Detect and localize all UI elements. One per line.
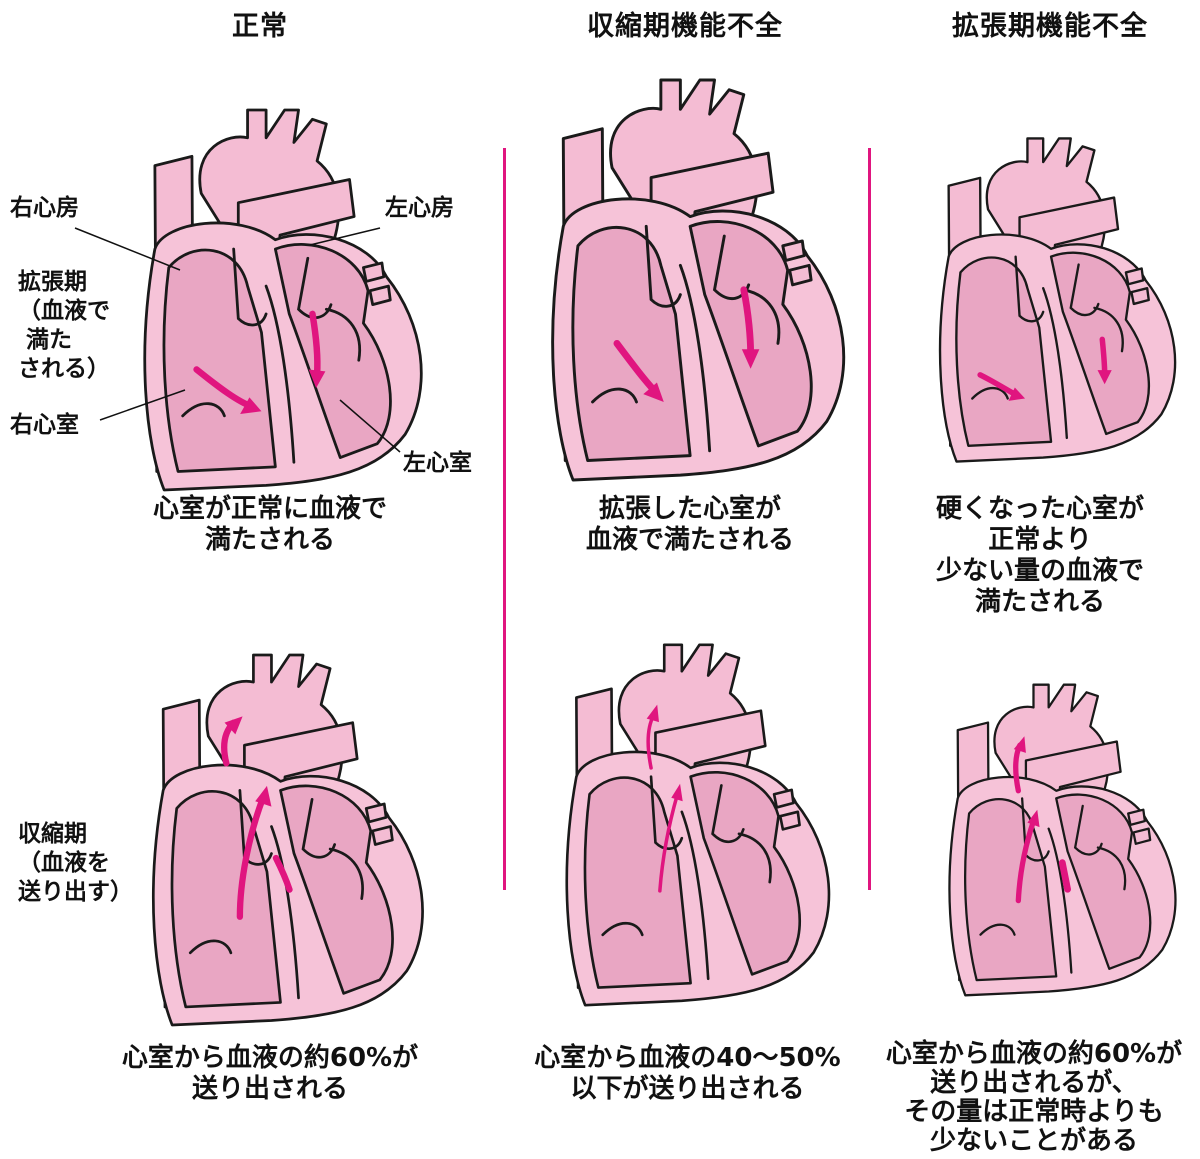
heart-systolic-dysfunction-diastole — [551, 78, 846, 482]
label-diastole-line: 満た — [26, 327, 72, 353]
column-divider-right — [868, 148, 871, 890]
label-right-ventricle: 右心室 — [10, 412, 79, 438]
caption-line: 拡張した心室が — [598, 494, 781, 524]
label-diastole-line: される） — [18, 356, 110, 382]
caption-line: 送り出される — [191, 1074, 348, 1104]
column-title-normal: 正常 — [232, 11, 288, 42]
heart-normal-systole — [151, 653, 424, 1027]
caption-line: 送り出されるが、 — [930, 1068, 1138, 1098]
column-divider-left — [503, 148, 506, 890]
heart-normal-diastole — [143, 108, 423, 492]
label-left-ventricle: 左心室 — [403, 450, 472, 476]
caption-systolic-diastole: 拡張した心室が 血液で満たされる — [530, 494, 850, 556]
caption-line: 満たされる — [204, 525, 335, 555]
label-systole-line: 収縮期 — [18, 821, 87, 847]
label-diastole-line: 拡張期 — [18, 269, 87, 295]
caption-line: 少ない量の血液で — [935, 556, 1144, 586]
caption-diastolic-diastole: 硬くなった心室が 正常より 少ない量の血液で 満たされる — [885, 494, 1195, 618]
label-left-atrium: 左心房 — [385, 195, 454, 221]
caption-line: その量は正常時よりも — [904, 1097, 1164, 1127]
caption-line: 以下が送り出される — [570, 1074, 805, 1104]
caption-line: 心室から血液の約60%が — [121, 1043, 419, 1073]
caption-diastolic-systole: 心室から血液の約60%が 送り出されるが、 その量は正常時よりも 少ないことがあ… — [870, 1040, 1198, 1156]
heart-systolic-dysfunction-systole — [565, 643, 831, 1007]
caption-line: 満たされる — [974, 587, 1105, 617]
caption-line: 血液で満たされる — [585, 525, 794, 555]
caption-line: 少ないことがある — [929, 1126, 1138, 1156]
caption-line: 心室から血液の40〜50% — [534, 1043, 841, 1073]
caption-normal-systole: 心室から血液の約60%が 送り出される — [90, 1043, 450, 1105]
caption-line: 硬くなった心室が — [935, 494, 1144, 524]
label-diastole: 拡張期 （血液で 満た される） — [18, 268, 110, 384]
label-systole-line: （血液を — [18, 850, 110, 876]
column-title-diastolic-dysfunction: 拡張期機能不全 — [952, 11, 1148, 42]
label-diastole-line: （血液で — [18, 298, 110, 324]
label-right-atrium: 右心房 — [10, 195, 79, 221]
label-systole-line: 送り出す） — [18, 879, 133, 905]
caption-line: 正常より — [988, 525, 1092, 555]
caption-line: 心室から血液の約60%が — [885, 1039, 1183, 1069]
column-title-systolic-dysfunction: 収縮期機能不全 — [587, 11, 783, 42]
caption-normal-diastole: 心室が正常に血液で 満たされる — [110, 494, 430, 556]
heart-diastolic-dysfunction-diastole — [938, 137, 1177, 463]
caption-line: 心室が正常に血液で — [152, 494, 387, 524]
caption-systolic-systole: 心室から血液の40〜50% 以下が送り出される — [510, 1043, 865, 1105]
heart-diastolic-dysfunction-systole — [948, 683, 1177, 997]
label-systole: 収縮期 （血液を 送り出す） — [18, 820, 133, 907]
